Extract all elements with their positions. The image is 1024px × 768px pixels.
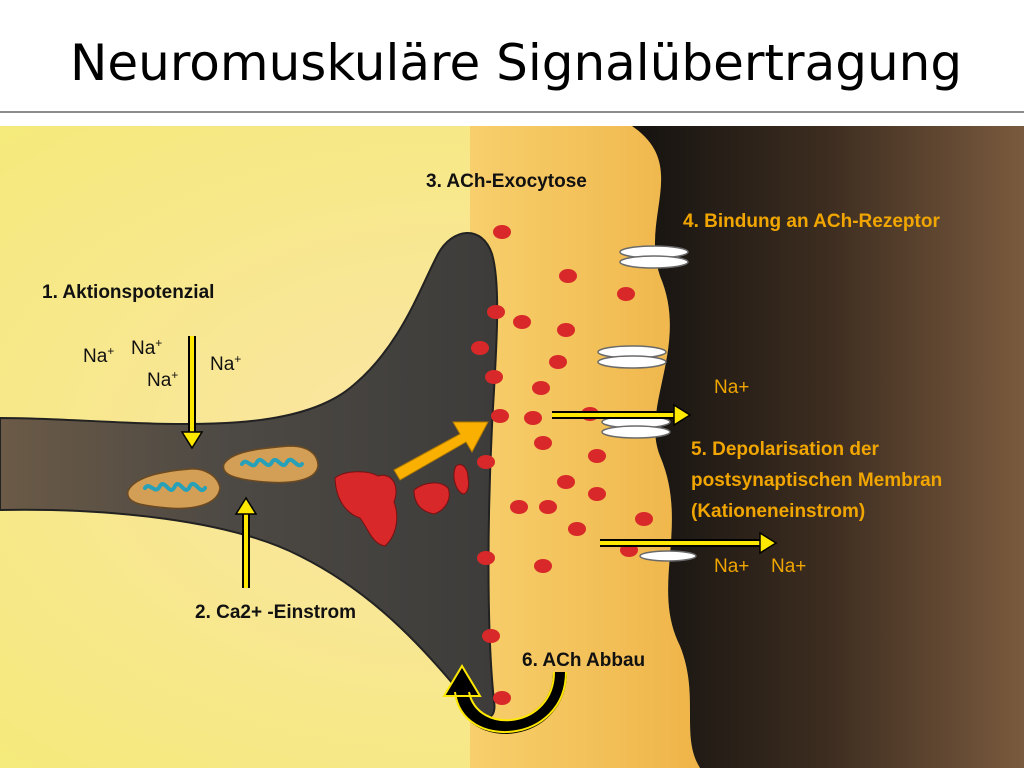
mitochondrion-left xyxy=(127,468,221,510)
synapse-diagram: 3. ACh-Exocytose 4. Bindung an ACh-Rezep… xyxy=(0,126,1024,768)
label-depolarization-line-1: 5. Depolarisation der xyxy=(691,439,879,460)
action-potential-arrow xyxy=(180,336,204,450)
label-calcium-influx: 2. Ca2+ -Einstrom xyxy=(195,602,357,623)
label-depolarization: 5. Depolarisation der postsynaptischen M… xyxy=(691,434,942,527)
muscle-fiber xyxy=(632,126,1024,768)
sodium-ion-label: Na+ xyxy=(131,336,163,359)
sodium-influx-arrow-upper xyxy=(552,403,692,427)
label-depolarization-line-2: postsynaptischen Membran xyxy=(691,470,943,491)
slide-title: Neuromuskuläre Signalübertragung xyxy=(70,34,963,92)
sodium-influx-arrow-lower xyxy=(600,531,778,555)
sodium-ion-label: Na+ xyxy=(210,352,242,375)
mitochondrion-right xyxy=(222,445,319,484)
label-ach-exocytosis: 3. ACh-Exocytose xyxy=(426,171,587,192)
label-action-potential: 1. Aktionspotenzial xyxy=(42,282,215,303)
title-divider xyxy=(0,111,1024,113)
vesicle-cluster xyxy=(334,464,469,547)
sodium-ion-label-influx: Na+ xyxy=(714,556,750,577)
calcium-influx-arrow xyxy=(234,496,258,588)
label-depolarization-line-3: (Kationeneinstrom) xyxy=(691,501,866,522)
sodium-ion-label-influx: Na+ xyxy=(771,556,807,577)
synaptic-cleft xyxy=(470,126,700,768)
ach-receptors xyxy=(597,245,697,562)
synapse-illustration xyxy=(0,126,1024,768)
exocytosis-arrow xyxy=(393,421,489,481)
sodium-ion-label: Na+ xyxy=(83,344,115,367)
label-ach-breakdown: 6. ACh Abbau xyxy=(522,650,646,671)
label-receptor-binding: 4. Bindung an ACh-Rezeptor xyxy=(683,211,940,232)
sodium-ion-label: Na+ xyxy=(147,368,179,391)
ach-breakdown-arrow xyxy=(442,664,567,734)
sodium-ion-label-influx: Na+ xyxy=(714,377,750,398)
